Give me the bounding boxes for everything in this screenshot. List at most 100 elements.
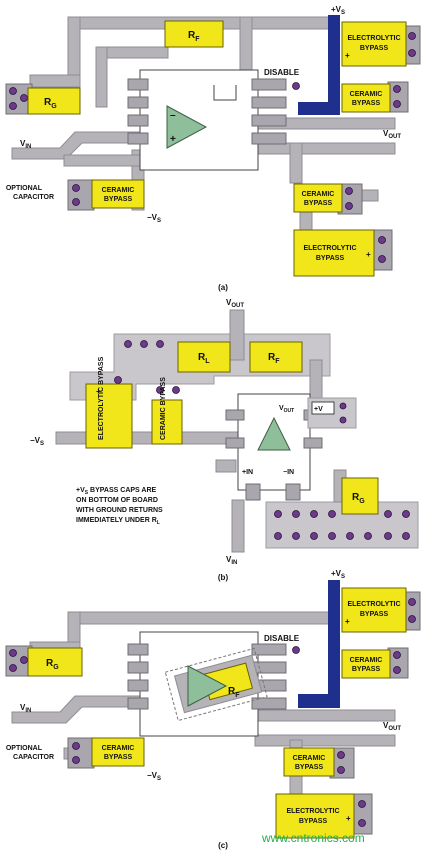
via	[358, 800, 366, 808]
via	[393, 100, 401, 108]
via	[310, 532, 318, 540]
vout-label-c: VOUT	[383, 721, 401, 732]
via	[310, 510, 318, 518]
vin-label: VIN	[20, 139, 31, 150]
vout-ic-label: VOUT	[279, 405, 294, 414]
ic-pin-2	[127, 96, 149, 109]
ic-pin	[251, 697, 287, 710]
cap-label: ELECTROLYTIC	[347, 35, 400, 42]
via	[393, 85, 401, 93]
rg-resistor-b	[341, 477, 379, 515]
cap-label: ELECTROLYTIC	[303, 245, 356, 252]
ic-pin	[251, 661, 287, 674]
polarity-mark: +	[346, 814, 351, 823]
electrolytic-bypass-bottom	[293, 229, 375, 277]
note-line-1: +VS BYPASS CAPS ARE	[76, 487, 157, 496]
plus-vs-label: +VS	[331, 5, 345, 16]
ceramic-bypass-b	[151, 399, 183, 445]
ic-pin	[127, 643, 149, 656]
ground-trace-down	[289, 142, 303, 184]
via	[124, 340, 132, 348]
capacitor-label: CAPACITOR	[13, 194, 54, 201]
via	[384, 532, 392, 540]
ic-pin	[127, 661, 149, 674]
panel-c-caption: (c)	[218, 841, 228, 850]
ic-pin	[245, 483, 261, 501]
plus-v-label: +V	[314, 406, 323, 413]
ic-pin-7	[251, 96, 287, 109]
ic-pin	[285, 483, 301, 501]
plus-vs-trace	[328, 15, 340, 115]
watermark-text: www.cntronics.com	[261, 831, 365, 845]
dashed-outline	[164, 647, 268, 722]
plus-vs-pin-trace-c	[298, 694, 340, 708]
disable-label-c: DISABLE	[264, 634, 300, 643]
via	[402, 510, 410, 518]
capacitor-label-c: CAPACITOR	[13, 754, 54, 761]
ceramic-bypass-bottom-c	[91, 737, 145, 767]
polarity-mark: +	[96, 387, 101, 396]
opamp-triangle-c	[187, 665, 228, 707]
ceramic-bypass-top	[341, 83, 391, 113]
cap-label: CERAMIC	[102, 187, 135, 194]
note-line-3: WITH GROUND RETURNS	[76, 507, 163, 514]
note-line-4: IMMEDIATELY UNDER RL	[76, 517, 160, 526]
ic-pin	[251, 643, 287, 656]
cap-label: BYPASS	[360, 45, 389, 52]
ic-pin	[225, 409, 245, 421]
opamp-package	[139, 69, 259, 171]
polarity-mark: +	[345, 617, 350, 626]
rg-label: RG	[44, 97, 57, 110]
minus-vs-label-b: −VS	[30, 436, 44, 447]
via	[337, 766, 345, 774]
electrolytic-bypass-bottom-c	[275, 793, 355, 839]
via	[328, 532, 336, 540]
bottom-left-trace	[63, 154, 145, 167]
panel-c: +VS RF RG DISABLE VOUT VIN	[5, 569, 421, 850]
rf-label: RF	[188, 30, 200, 43]
note-line-2: ON BOTTOM OF BOARD	[76, 497, 158, 504]
cap-label: BYPASS	[104, 196, 133, 203]
cap-label: BYPASS	[360, 611, 389, 618]
via	[172, 386, 180, 394]
cap-label: BYPASS	[316, 255, 345, 262]
panel-a-caption: (a)	[218, 283, 228, 292]
vin-label-c: VIN	[20, 703, 31, 714]
via	[20, 94, 28, 102]
rl-label: RL	[198, 352, 210, 365]
via	[393, 666, 401, 674]
via	[346, 532, 354, 540]
via	[140, 340, 148, 348]
electrolytic-bypass-top-c	[341, 587, 407, 633]
ic-pin	[225, 437, 245, 449]
via	[292, 510, 300, 518]
ground-trace-right	[254, 142, 396, 155]
ic-pin	[127, 697, 149, 710]
ic-pin-3	[127, 114, 149, 127]
rf-resistor-b	[249, 341, 303, 373]
via	[156, 340, 164, 348]
via	[274, 510, 282, 518]
via	[393, 651, 401, 659]
minus-vs-label-c: −VS	[147, 771, 161, 782]
via	[408, 615, 416, 623]
cap-label: CERAMIC	[293, 755, 326, 762]
rf-label-c: RF	[228, 686, 240, 699]
polarity-mark: +	[345, 51, 350, 60]
ic-pin	[303, 437, 323, 449]
rg-label-b: RG	[352, 492, 365, 505]
rg-resistor	[27, 87, 81, 115]
via	[72, 756, 80, 764]
panel-b: VOUT RL RF ELECTROLYTIC BYPASS + CERAMIC…	[30, 298, 419, 582]
via	[20, 656, 28, 664]
rg-left-trace	[29, 74, 81, 88]
ic-pin	[127, 679, 149, 692]
cap-label: BYPASS	[299, 818, 328, 825]
vin-label-b: VIN	[226, 555, 237, 566]
via	[9, 664, 17, 672]
ic-pin-8	[251, 78, 287, 91]
via	[114, 376, 122, 384]
cap-label: ELECTROLYTIC	[347, 601, 400, 608]
plus-in-label: +IN	[242, 469, 253, 476]
ic-pin-4	[127, 132, 149, 145]
